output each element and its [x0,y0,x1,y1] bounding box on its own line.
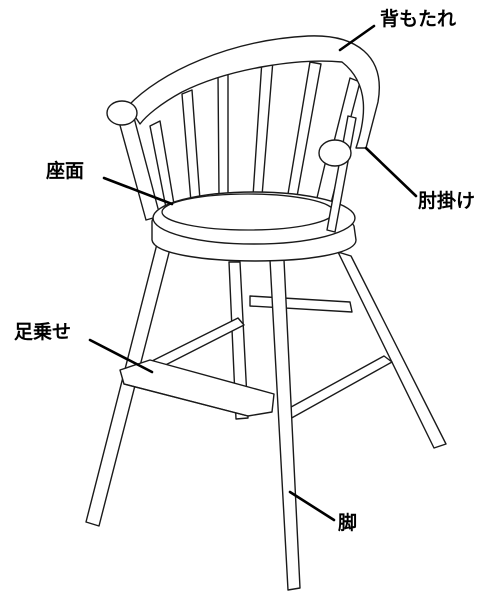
leader-lines [88,24,418,522]
leader-footrest [88,338,154,374]
label-armrest: 肘掛け [418,190,476,212]
side-stretcher-right [281,355,393,421]
armrest-knob-right [318,139,352,167]
rear-leg-right [337,251,447,449]
label-footrest: 足乗せ [14,321,72,343]
armrest-knob-left [106,100,138,126]
label-seat: 座面 [46,160,85,182]
label-backrest: 背もたれ [380,8,457,30]
rear-leg-left [228,261,249,420]
leader-backrest [338,24,376,52]
rear-stretcher [249,295,353,313]
back-rail [127,35,380,149]
seat-surface [152,191,356,245]
leader-leg [288,490,336,522]
leader-armrest [364,146,418,198]
leader-seat [102,176,174,206]
label-leg: 脚 [338,512,358,534]
front-leg-right [269,259,301,591]
